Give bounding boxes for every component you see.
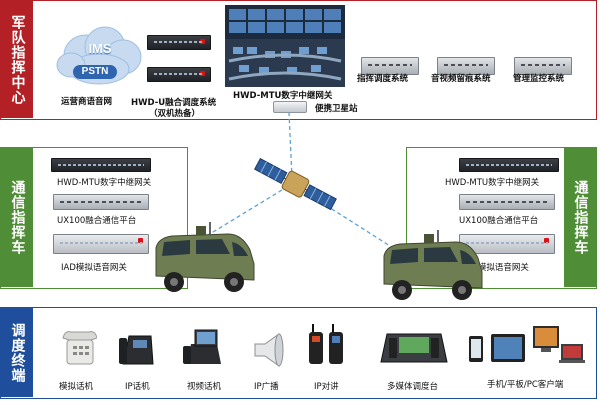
tablet-icon [469,326,585,363]
rack-server-icon [147,35,211,50]
rack-server-icon [437,57,495,75]
rack-server-icon [53,234,149,254]
rack-server-icon [459,194,555,210]
video-phone-icon [183,329,221,364]
command-dispatch-label: 指挥调度系统 [357,74,409,84]
command-center-title: 军队指挥中心 [1,1,33,118]
terminal-label-ip-intercom: IP对讲 [314,382,339,392]
rack-server-icon [51,158,151,172]
ip-phone-icon [119,335,154,365]
hwdu-label-line2: （双机热备） [149,109,201,119]
left-vehicle-title: 通信指挥车 [1,148,33,287]
console-icon [380,333,448,363]
terminal-label-clients: 手机/平板/PC客户端 [487,380,564,390]
terminals-panel: 调度终端 [0,307,597,399]
vehicle-icon [383,230,483,300]
rack-server-icon [361,57,419,75]
satellite-station-label: 便携卫星站 [315,104,358,114]
right-vehicle-panel: 通信指挥车 HWD-MTU数字中继网关 UX100融合通信平台 IAD模拟语音网… [406,147,597,289]
left-ux100-label: UX100融合通信平台 [57,216,137,226]
right-ux100-label: UX100融合通信平台 [459,216,539,226]
terminal-label-video-phone: 视频话机 [187,382,222,392]
terminal-label-ip-broadcast: IP广播 [254,382,279,392]
rack-server-icon [53,194,149,210]
vehicle-icon [155,222,255,292]
rack-server-icon [514,57,572,75]
rack-server-icon [147,67,211,82]
mtu-center-label: HWD-MTU数字中继网关 [233,91,333,101]
right-vehicle-title: 通信指挥车 [564,148,596,287]
rack-server-icon [459,158,559,172]
pstn-badge: PSTN [73,65,117,79]
radio-icon [309,324,343,364]
terminal-label-ip-phone: IP话机 [125,382,150,392]
phone-icon [62,331,97,365]
ims-badge: IMS [88,41,112,56]
right-iad-label: IAD模拟语音网关 [463,263,529,273]
left-vehicle-panel: 通信指挥车 HWD-MTU数字中继网关 UX100融合通信平台 IAD模拟语音网… [0,147,188,289]
satellite-icon [254,158,337,211]
av-record-label: 音视频留痕系统 [431,74,491,84]
carrier-network-label: 运营商语音网 [61,97,113,107]
video-wall-icon [225,5,345,87]
terminal-label-console: 多媒体调度台 [387,382,439,392]
mgmt-monitor-label: 管理监控系统 [513,74,565,84]
hwdu-label-line1: HWD-U融合调度系统 [131,98,217,108]
speaker-icon [254,333,284,367]
terminals-title: 调度终端 [1,308,33,397]
right-mtu-label: HWD-MTU数字中继网关 [445,178,540,188]
left-mtu-label: HWD-MTU数字中继网关 [57,178,152,188]
left-iad-label: IAD模拟语音网关 [61,263,127,273]
satellite-station-icon [273,101,307,113]
terminal-label-analog: 模拟话机 [59,382,94,392]
command-center-panel: 军队指挥中心 IMS PSTN 运营商语音网 HWD-U融合调度系统 （双机热备… [0,0,597,120]
